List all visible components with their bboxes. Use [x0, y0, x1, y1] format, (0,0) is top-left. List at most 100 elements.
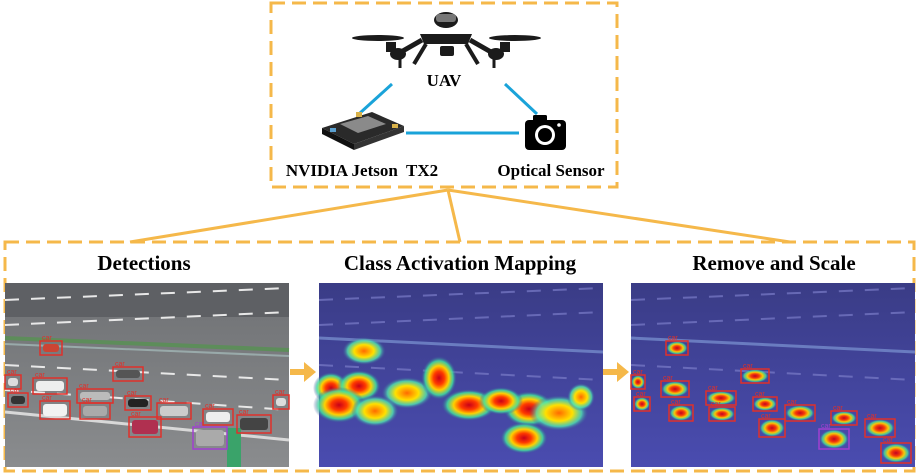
car [8, 378, 18, 386]
detection-box [124, 395, 152, 411]
scaled-class-label: car [633, 369, 643, 376]
activation-spot [421, 356, 457, 400]
detection-class-label: car [82, 397, 92, 404]
scaled-class-label: car [883, 437, 893, 444]
scaled-heat [709, 407, 735, 421]
scaled-box [818, 428, 850, 450]
drone-icon [352, 12, 541, 68]
detection-box [112, 366, 144, 382]
scaled-class-label: car [668, 335, 678, 342]
panel-title-remove-scale: Remove and Scale [692, 251, 855, 275]
fan-out-connectors [129, 188, 791, 244]
scaled-class-label: car [636, 391, 646, 398]
scaled-class-label: car [867, 413, 877, 420]
scaled-class-label: car [708, 385, 718, 392]
car [80, 392, 110, 400]
scaled-box [633, 396, 651, 412]
detection-box [128, 416, 162, 438]
car [116, 370, 140, 378]
scaled-box [758, 418, 786, 438]
car [160, 406, 188, 416]
scaled-heat [631, 375, 645, 389]
scaled-heat [661, 381, 689, 397]
scaled-class-label: car [833, 405, 843, 412]
detection-class-label: car [239, 409, 249, 416]
car [43, 404, 67, 416]
processing-frame [3, 240, 916, 473]
uav-label: UAV [427, 71, 462, 90]
activation-spot [567, 383, 595, 411]
detections-image [4, 283, 290, 467]
scaled-class-label: car [743, 363, 753, 370]
scaled-heat [666, 341, 688, 355]
activation-spot [479, 387, 523, 415]
board-label: NVIDIA Jetson TX2 [286, 161, 438, 180]
scaled-heat [865, 419, 895, 437]
detection-box [4, 374, 22, 390]
car [240, 418, 268, 430]
scaled-box [708, 406, 736, 422]
scaled-box [784, 404, 816, 422]
detection-box [39, 340, 63, 356]
detection-class-label: car [7, 369, 17, 376]
detection-box [79, 402, 111, 420]
scaled-heat [785, 405, 815, 421]
car [206, 412, 230, 422]
scaled-box [740, 368, 770, 384]
scaled-class-label: car [755, 391, 765, 398]
scaled-class-label: car [761, 413, 771, 420]
scaled-class-label: car [671, 399, 681, 406]
detection-box [192, 426, 228, 450]
detection-class-label: car [131, 411, 141, 418]
detection-box [39, 400, 71, 420]
scaled-class-label: car [821, 423, 831, 430]
scaled-box [668, 404, 694, 422]
scaled-class-label: car [663, 375, 673, 382]
camera-icon [525, 115, 566, 150]
car [276, 398, 286, 406]
detection-class-label: car [195, 421, 205, 428]
scaled-boxes: car car car car car car car car car car car car car c… [630, 335, 912, 464]
car [132, 420, 158, 434]
scaled-heat [634, 397, 650, 411]
scaled-box [630, 374, 646, 390]
detection-class-label: car [127, 390, 137, 397]
system-links [358, 82, 539, 135]
detection-box [272, 394, 290, 410]
scaled-detections-image [630, 283, 916, 467]
detection-box [236, 414, 272, 434]
detection-class-label: car [42, 395, 52, 402]
car [36, 381, 64, 391]
detection-boxes: car car car car car car car car car car car car car c… [4, 335, 290, 450]
arrow-right-icon-2 [603, 362, 629, 382]
detection-box [7, 392, 29, 408]
activation-spot [342, 337, 386, 365]
detection-class-label: car [42, 335, 52, 342]
detection-box [32, 377, 68, 395]
scaled-box [705, 390, 737, 406]
scaled-class-label: car [787, 399, 797, 406]
detection-class-label: car [35, 372, 45, 379]
car [196, 430, 224, 446]
arrow-right-icon [290, 362, 316, 382]
detection-class-label: car [205, 403, 215, 410]
panel-title-detections: Detections [97, 251, 190, 275]
camera-label: Optical Sensor [497, 161, 605, 180]
car [11, 396, 25, 404]
circuit-board-icon [322, 112, 404, 150]
detection-class-label: car [115, 361, 125, 368]
scaled-class-label: car [711, 401, 721, 408]
scaled-heat [753, 397, 777, 411]
activation-spot [381, 377, 433, 409]
scaled-box [752, 396, 778, 412]
system-frame [269, 1, 619, 189]
car [83, 406, 107, 416]
activation-spot [500, 422, 548, 454]
detection-class-label: car [10, 387, 20, 394]
detection-class-label: car [159, 397, 169, 404]
detection-class-label: car [79, 383, 89, 390]
detection-box [202, 408, 234, 426]
activation-blobs [313, 337, 595, 454]
scaled-box [864, 418, 896, 438]
scaled-box [665, 340, 689, 356]
